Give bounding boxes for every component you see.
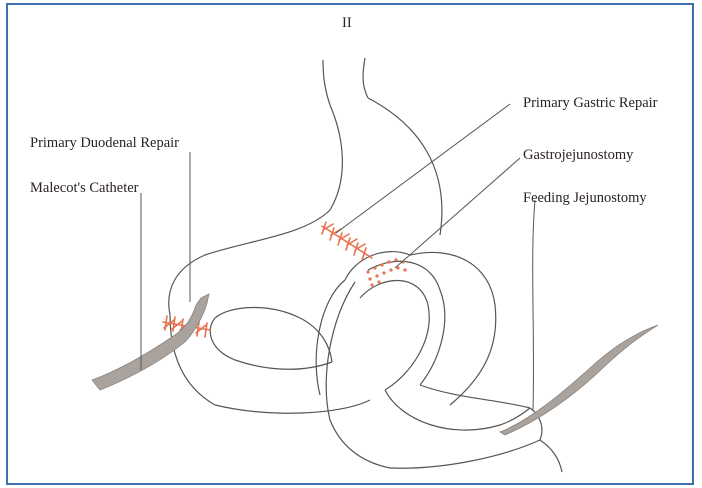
jejunal-loop (316, 252, 562, 472)
label-feeding-jejunostomy: Feeding Jejunostomy (523, 190, 647, 206)
feeding-jejunostomy-tube (500, 325, 658, 435)
label-primary-duodenal-repair: Primary Duodenal Repair (30, 135, 179, 151)
stomach-outline (169, 58, 442, 413)
malecots-catheter (92, 294, 209, 390)
gastric-suture-line (322, 222, 372, 260)
panel-label: II (342, 15, 352, 31)
label-malecots-catheter: Malecot's Catheter (30, 180, 139, 196)
label-primary-gastric-repair: Primary Gastric Repair (523, 95, 658, 111)
label-gastrojejunostomy: Gastrojejunostomy (523, 147, 634, 163)
